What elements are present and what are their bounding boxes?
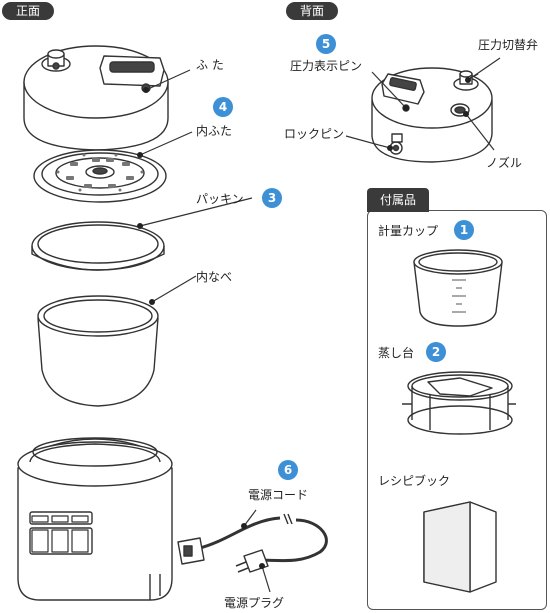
cooker-body-illustration — [17, 437, 173, 601]
inner-lid-number-badge: 4 — [213, 97, 233, 117]
lock-pin-label: ロックピン — [284, 127, 345, 141]
accessories-box — [367, 210, 547, 610]
inner-lid-label: 内ふた — [196, 124, 233, 138]
power-cord-label: 電源コード — [248, 488, 309, 502]
leader-dots — [137, 77, 471, 569]
front-view-heading: 正面 — [2, 2, 54, 20]
packing-illustration — [31, 221, 165, 271]
inner-pot-illustration — [37, 295, 159, 407]
recipe-book-illustration — [423, 501, 497, 593]
power-cord-illustration — [177, 513, 328, 573]
cord-number-badge: 6 — [278, 460, 298, 480]
steam-rack-illustration — [402, 371, 516, 435]
packing-number-badge: 3 — [262, 188, 282, 208]
back-lid-illustration — [371, 67, 493, 163]
measuring-cup-label: 計量カップ — [378, 224, 439, 238]
steam-rack-number-badge: 2 — [426, 342, 446, 362]
pressure-valve-label: 圧力切替弁 — [478, 38, 539, 52]
indicator-pin-label: 圧力表示ピン — [290, 59, 363, 73]
inner-pot-label: 内なべ — [196, 270, 233, 284]
leader-lines — [139, 57, 501, 593]
measuring-cup-illustration — [413, 249, 503, 327]
steam-rack-label: 蒸し台 — [378, 346, 415, 360]
measuring-cup-number-badge: 1 — [454, 220, 474, 240]
nozzle-label: ノズル — [486, 156, 523, 170]
back-view-heading: 背面 — [286, 2, 338, 20]
power-plug-label: 電源プラグ — [224, 596, 285, 610]
accessories-title: 付属品 — [367, 188, 429, 212]
inner-lid-illustration — [33, 149, 167, 203]
lid-illustration — [23, 45, 169, 151]
indicator-pin-number-badge: 5 — [316, 34, 336, 54]
packing-label: パッキン — [196, 192, 244, 206]
recipe-book-label: レシピブック — [378, 474, 451, 488]
lid-label: ふ た — [196, 58, 224, 72]
